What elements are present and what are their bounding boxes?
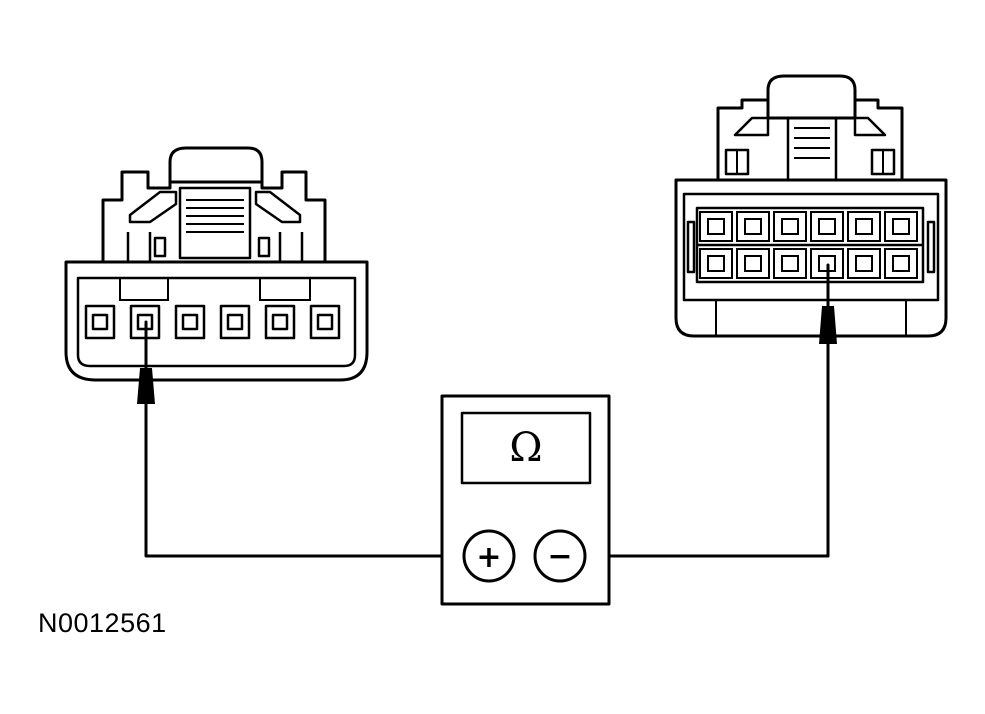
minus-icon: − [547, 539, 572, 574]
meter-display [460, 411, 592, 485]
left-connector [64, 146, 369, 382]
positive-test-lead [144, 402, 468, 558]
positive-terminal [462, 529, 516, 583]
left-probe [137, 320, 155, 404]
figure-id: N0012561 [38, 608, 167, 638]
ohm-symbol: Ω [509, 425, 542, 471]
ohmmeter: Ω + − [440, 394, 611, 606]
negative-test-lead [586, 342, 830, 558]
right-probe [819, 263, 837, 344]
plus-icon: + [476, 540, 501, 575]
negative-terminal [533, 529, 587, 583]
right-connector [674, 74, 948, 338]
